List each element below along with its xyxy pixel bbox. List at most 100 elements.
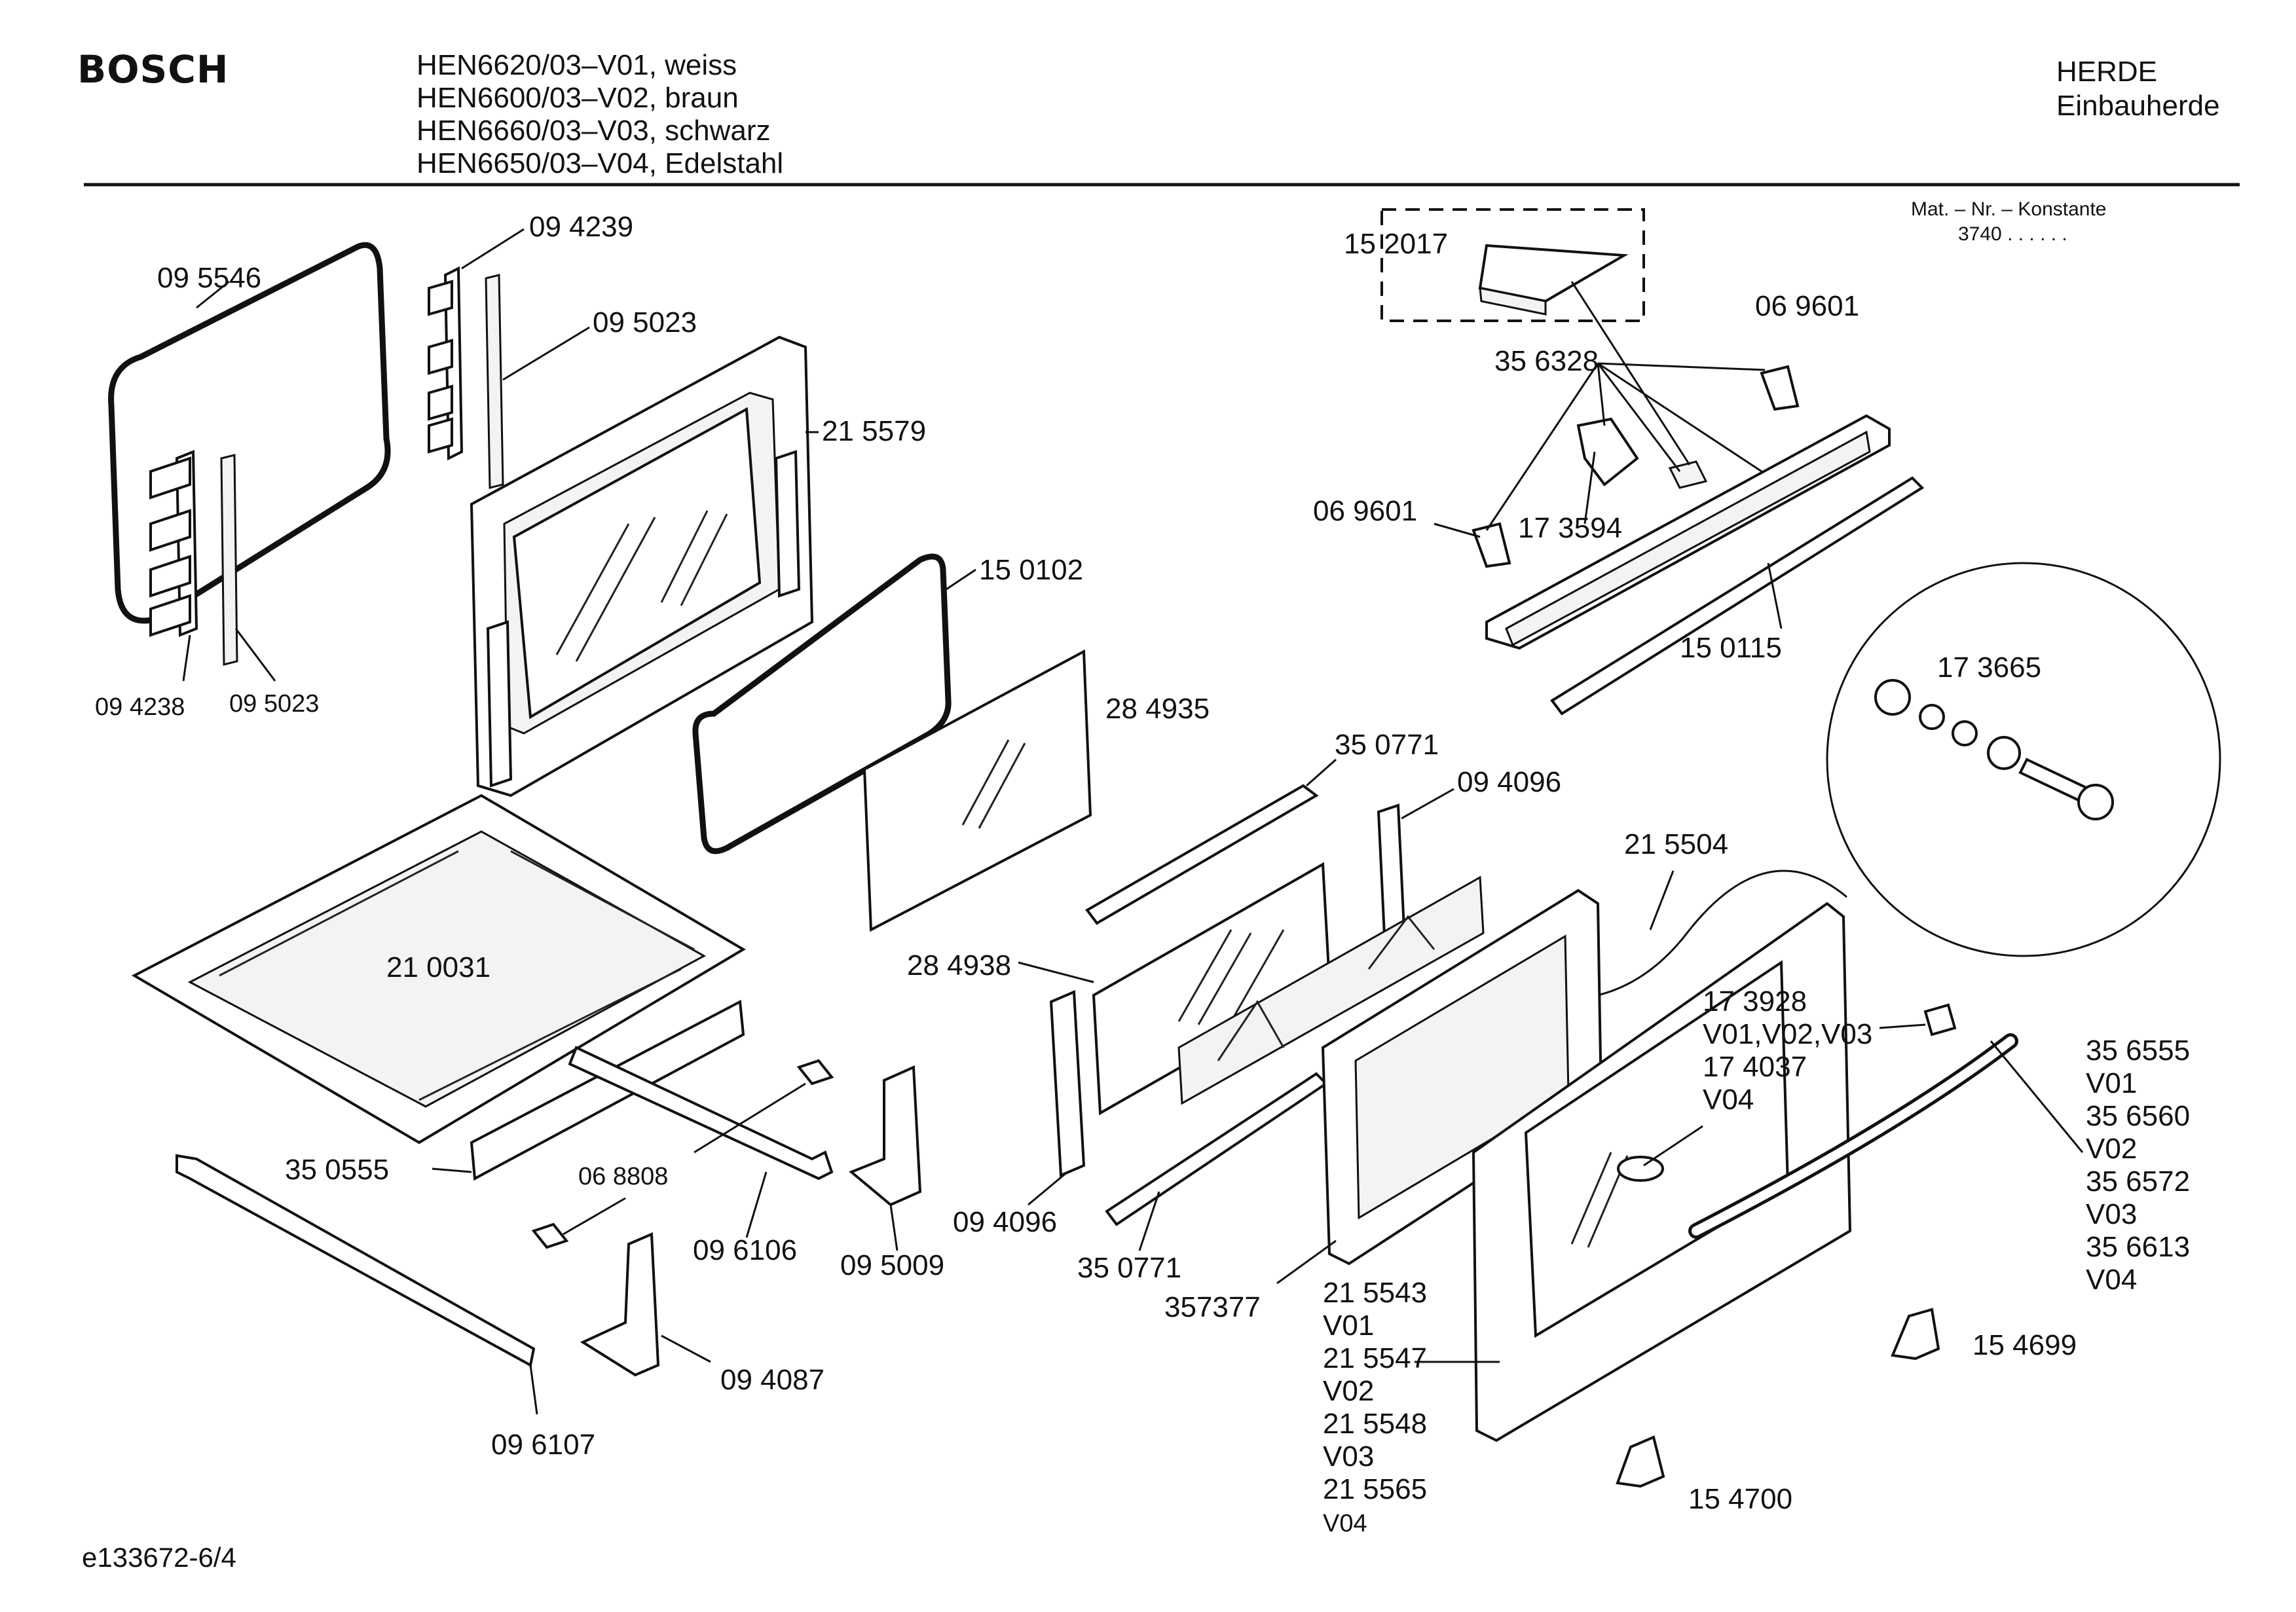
label-350771b: 35 0771 — [1077, 1252, 1182, 1284]
document-id: e133672-6/4 — [82, 1542, 236, 1573]
leader-095023a — [502, 326, 590, 381]
part-control-bar — [1485, 414, 1891, 650]
part-panel-350555 — [470, 999, 745, 1181]
part-clip-068808a — [796, 1059, 834, 1086]
label-356328: 35 6328 — [1494, 345, 1599, 377]
leader-356328c — [1597, 363, 1606, 426]
model-line-2: HEN6600/03–V02, braun — [417, 82, 739, 114]
leader-356328d — [1597, 363, 1681, 472]
leader-096107 — [529, 1365, 538, 1415]
leader-096106 — [745, 1171, 768, 1238]
label-356572-variant: V03 — [2086, 1198, 2138, 1230]
label-069601a: 06 9601 — [1755, 290, 1860, 322]
label-284935: 28 4935 — [1105, 693, 1210, 725]
leader-356328b — [1485, 363, 1599, 531]
leader-069601b — [1434, 522, 1481, 538]
leader-068808b — [563, 1197, 626, 1236]
label-152017: 15 2017 — [1344, 228, 1449, 260]
part-hinge-strip-top — [485, 274, 504, 489]
brand-logo-text: BOSCH — [77, 47, 229, 92]
leader-356328a — [1597, 362, 1766, 371]
label-350771a: 35 0771 — [1335, 729, 1439, 761]
leader-094087 — [661, 1334, 711, 1363]
part-bracket-173594 — [1576, 417, 1639, 486]
leader-173594 — [1583, 451, 1596, 524]
label-215543: 21 5543 — [1323, 1277, 1428, 1309]
part-hinge-bracket-top — [428, 266, 464, 461]
label-094096b: 09 4096 — [953, 1206, 1058, 1238]
label-094087: 09 4087 — [720, 1364, 825, 1396]
label-215504: 21 5504 — [1624, 828, 1729, 860]
leader-350771b — [1138, 1191, 1160, 1251]
label-174037-variant: V04 — [1703, 1084, 1754, 1116]
part-endcap-174037 — [1617, 1156, 1664, 1182]
label-356555: 35 6555 — [2086, 1035, 2191, 1067]
label-154699: 15 4699 — [1972, 1329, 2077, 1361]
model-line-1: HEN6620/03–V01, weiss — [417, 49, 737, 81]
part-door-seal-loop — [108, 242, 391, 624]
label-095023b: 09 5023 — [229, 690, 320, 718]
part-hinge-bracket-lower — [149, 450, 198, 637]
leader-284938 — [1018, 961, 1094, 983]
label-150102: 15 0102 — [979, 554, 1084, 586]
part-rail-096107 — [176, 1154, 536, 1368]
leader-094238 — [182, 634, 191, 682]
part-strip-350771b — [1105, 1072, 1329, 1226]
leader-152017 — [1570, 281, 1691, 466]
part-clip-154699 — [1891, 1308, 1940, 1361]
label-173928-variants: V01,V02,V03 — [1703, 1018, 1873, 1050]
part-clip-068808b — [531, 1222, 569, 1249]
label-215565-variant: V04 — [1323, 1510, 1367, 1537]
label-215543-variant: V01 — [1323, 1310, 1375, 1342]
part-rail-096106 — [568, 1046, 834, 1181]
label-094238: 09 4238 — [95, 693, 185, 721]
leader-095023b — [234, 628, 276, 682]
leader-350555 — [432, 1167, 472, 1173]
part-strip-150115 — [1550, 476, 1925, 716]
label-173665: 17 3665 — [1937, 651, 2042, 684]
label-095023a: 09 5023 — [593, 306, 697, 339]
leader-356555 — [1990, 1040, 2084, 1153]
label-068808: 06 8808 — [578, 1163, 669, 1190]
leader-068808a — [694, 1082, 806, 1154]
category-subtitle: Einbauherde — [2056, 90, 2220, 122]
label-215547-variant: V02 — [1323, 1375, 1375, 1407]
label-173594: 17 3594 — [1518, 512, 1623, 544]
leader-094096a — [1401, 788, 1454, 820]
part-strip-350771a — [1085, 784, 1319, 925]
label-095009: 09 5009 — [840, 1249, 945, 1281]
detail-leader — [1597, 870, 1847, 997]
label-215548-variant: V03 — [1323, 1440, 1375, 1473]
category-title: HERDE — [2056, 56, 2158, 88]
leader-357377 — [1276, 1239, 1337, 1285]
label-356555-variant: V01 — [2086, 1067, 2138, 1099]
part-front-frame — [470, 335, 814, 797]
label-215547: 21 5547 — [1323, 1342, 1428, 1374]
part-clip-356328 — [1668, 460, 1708, 489]
model-line-3: HEN6660/03–V03, schwarz — [417, 115, 771, 147]
leader-094239 — [461, 228, 525, 270]
leader-173928 — [1879, 1023, 1926, 1029]
label-210031: 21 0031 — [386, 951, 491, 983]
leader-150102 — [946, 568, 976, 591]
label-174037: 17 4037 — [1703, 1051, 1807, 1083]
leader-095009 — [889, 1204, 898, 1251]
label-356613-variant: V04 — [2086, 1264, 2138, 1296]
label-215579: 21 5579 — [822, 415, 927, 447]
label-154700: 15 4700 — [1688, 1483, 1793, 1515]
part-clip-069601b — [1472, 522, 1511, 568]
optional-part-box — [1380, 208, 1645, 322]
leader-356328e — [1597, 362, 1762, 473]
label-096107: 09 6107 — [491, 1429, 596, 1461]
part-glass-284935 — [862, 649, 1092, 932]
label-356560: 35 6560 — [2086, 1100, 2191, 1132]
mat-nr-value: 3740 . . . . . . — [1958, 223, 2067, 245]
label-094239: 09 4239 — [529, 211, 634, 243]
label-094096a: 09 4096 — [1457, 766, 1562, 798]
label-356613: 35 6613 — [2086, 1231, 2191, 1263]
label-173928: 17 3928 — [1703, 985, 1807, 1017]
part-endcap-173928 — [1923, 1003, 1957, 1036]
model-line-4: HEN6650/03–V04, Edelstahl — [417, 147, 784, 179]
part-clip-069601a — [1760, 365, 1800, 411]
